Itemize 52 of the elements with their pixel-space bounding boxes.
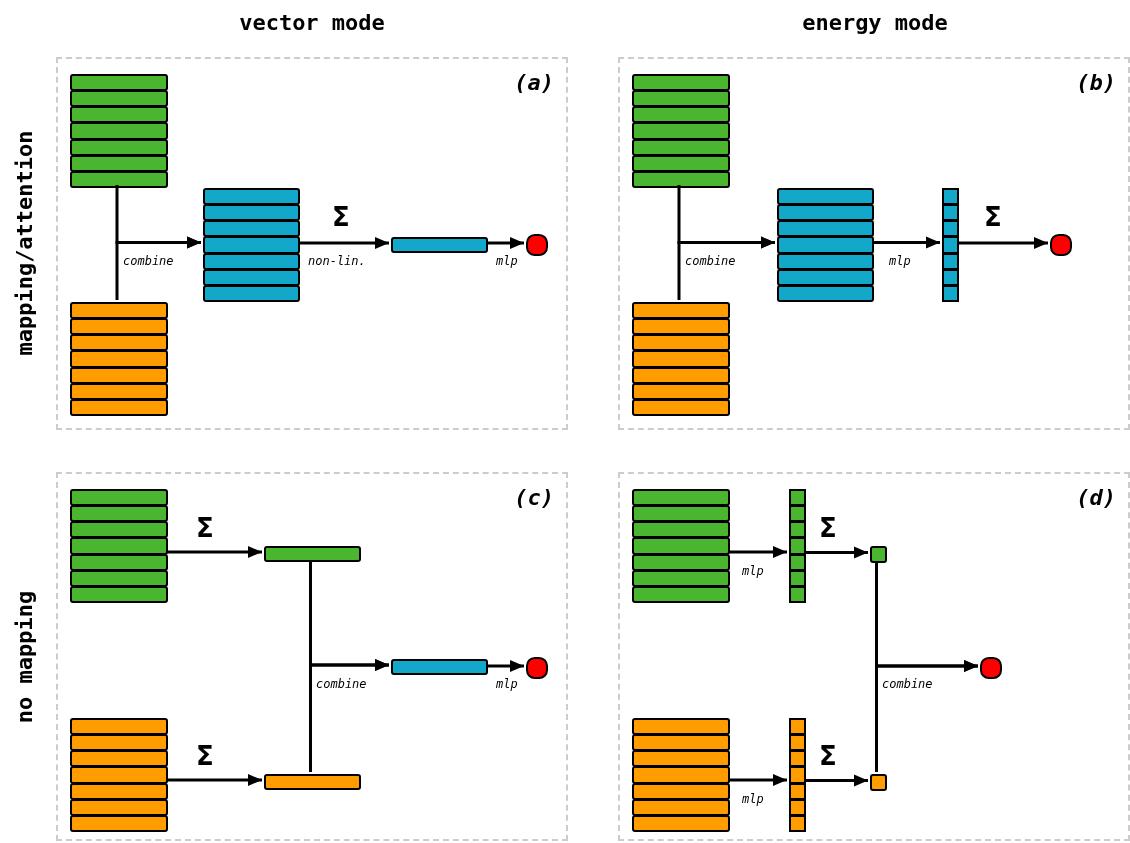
stacked-bars	[70, 302, 168, 415]
edge-label: combine	[122, 254, 175, 268]
vector-column	[789, 489, 806, 602]
arrow	[309, 659, 389, 772]
edge-label: combine	[684, 254, 737, 268]
row-heading: no mapping	[11, 590, 37, 724]
arrow	[166, 774, 262, 786]
bar	[391, 237, 488, 253]
column-heading: vector mode	[239, 10, 385, 35]
panel-frame	[618, 57, 1130, 430]
panel-frame	[56, 472, 568, 841]
panel-label: (a)	[514, 71, 554, 95]
bar	[391, 659, 488, 675]
bar	[264, 774, 361, 790]
edge-label: mlp	[495, 677, 519, 691]
stacked-bars	[203, 188, 300, 301]
vector-column	[942, 188, 959, 301]
stacked-bars	[777, 188, 874, 301]
arrow	[875, 660, 978, 772]
arrow	[486, 237, 524, 249]
small-square	[870, 546, 887, 563]
stacked-bars	[70, 74, 168, 187]
panel-frame	[618, 472, 1130, 841]
panel-label: (b)	[1076, 71, 1116, 95]
arrow	[486, 660, 524, 672]
arrow	[298, 237, 389, 249]
arrow	[872, 236, 940, 249]
edge-label: combine	[315, 677, 368, 691]
small-square	[870, 774, 887, 791]
bar	[264, 546, 361, 562]
edge-label: mlp	[888, 254, 912, 268]
stacked-bars	[70, 489, 168, 602]
stacked-bars	[632, 74, 730, 187]
panel-label: (c)	[514, 486, 554, 510]
arrow	[166, 546, 262, 558]
row-heading: mapping/attention	[11, 130, 37, 356]
edge-label: mlp	[741, 792, 765, 806]
panel-frame	[56, 57, 568, 430]
arrow	[677, 236, 775, 300]
edge-label: mlp	[741, 564, 765, 578]
stacked-bars	[70, 718, 168, 831]
edge-label: mlp	[495, 254, 519, 268]
stacked-bars	[632, 489, 730, 602]
vector-column	[789, 718, 806, 831]
arrow	[728, 774, 787, 786]
stacked-bars	[632, 718, 730, 831]
arrow	[115, 236, 201, 300]
edge-label: combine	[881, 677, 934, 691]
stacked-bars	[632, 302, 730, 415]
arrow	[728, 546, 787, 558]
panel-label: (d)	[1076, 486, 1116, 510]
column-heading: energy mode	[802, 10, 948, 35]
